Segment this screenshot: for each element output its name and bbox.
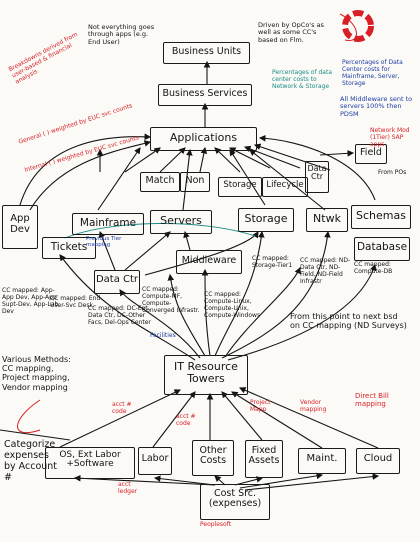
node-fixed-assets-label: Fixed Assets bbox=[248, 445, 280, 466]
node-lifecycle-label: Lifecycle bbox=[266, 180, 304, 190]
note-cc-mapped-8: CC mapped: Compute-DB bbox=[354, 261, 393, 275]
note-cc-mapped-3: CC mapped: DC-Ent. Data Ctr, DC-Other Fa… bbox=[88, 305, 151, 326]
node-maint: Maint. bbox=[298, 448, 346, 474]
node-match: Match bbox=[140, 172, 180, 192]
node-field: Field bbox=[355, 144, 387, 164]
note-proj-map: Project Mapp bbox=[250, 399, 271, 413]
node-labor: Labor bbox=[138, 447, 172, 475]
node-labor-label: Labor bbox=[141, 453, 169, 464]
note-cc-mapped-7: CC mapped: ND-Data Ctr, ND-Field, ND-Fie… bbox=[300, 257, 351, 285]
node-storage-small-label: Storage bbox=[223, 180, 257, 190]
note-cc-mapped-6: CC mapped: Storage-Tier1 bbox=[252, 255, 293, 269]
node-cloud: Cloud bbox=[356, 448, 400, 474]
node-ntwk: Ntwk bbox=[306, 208, 348, 232]
note-cc-mapped-5: CC mapped: Compute-Linux, Compute-Unix, … bbox=[204, 291, 261, 319]
note-direct-bill: Direct Bill mapping bbox=[355, 392, 389, 409]
note-cc-mapped-4: CC mapped: Compute-MF, Compute-Converged… bbox=[142, 286, 200, 314]
node-business-units: Business Units bbox=[163, 42, 250, 64]
node-app-dev-label: App Dev bbox=[10, 213, 30, 235]
note-driven-by: Driven by OpCo's as well as some CC's ba… bbox=[258, 21, 324, 44]
note-middleware: All Middleware sent to servers 100% then… bbox=[340, 95, 413, 118]
node-cloud-label: Cloud bbox=[363, 453, 393, 464]
node-os-labor-label: OS, Ext Labor +Software bbox=[59, 450, 121, 470]
note-acct-ledger: acct ledger bbox=[118, 481, 138, 495]
node-applications: Applications bbox=[150, 127, 257, 151]
node-non-label: Non bbox=[185, 175, 205, 186]
note-various-methods: Various Methods: CC mapping, Project map… bbox=[2, 355, 71, 392]
note-cc-mapped-1: CC mapped: App-App Dev, App-App Supt-Dev… bbox=[2, 287, 59, 315]
node-lifecycle: Lifecycle bbox=[262, 177, 308, 197]
node-data-ctr: Data Ctr bbox=[94, 270, 140, 294]
note-categorize: Categorize expenses by Account # bbox=[4, 439, 58, 483]
node-app-dev: App Dev bbox=[2, 205, 38, 249]
node-tickets: Tickets bbox=[42, 237, 96, 259]
node-data-ctr-label: Data Ctr bbox=[95, 274, 139, 285]
note-peoplesoft: Peoplesoft bbox=[200, 521, 232, 528]
note-acct-1: acct # code bbox=[112, 401, 132, 415]
note-cc-mapped-2: CC mapped: End User-Svc Desk bbox=[50, 295, 101, 309]
node-schemas-label: Schemas bbox=[356, 209, 406, 222]
node-mainframe-label: Mainframe bbox=[79, 217, 137, 229]
node-schemas: Schemas bbox=[351, 205, 411, 229]
node-business-units-label: Business Units bbox=[171, 46, 242, 57]
node-storage-small: Storage bbox=[218, 177, 262, 197]
node-cost-src-label: Cost Src. (expenses) bbox=[208, 488, 262, 509]
node-other-costs-label: Other Costs bbox=[199, 445, 227, 466]
node-cost-src: Cost Src. (expenses) bbox=[200, 484, 270, 520]
node-database: Database bbox=[354, 237, 410, 261]
node-non: Non bbox=[180, 172, 210, 192]
node-applications-label: Applications bbox=[169, 131, 238, 144]
node-middleware: Middleware bbox=[176, 250, 242, 274]
node-os-labor: OS, Ext Labor +Software bbox=[45, 447, 135, 479]
node-database-label: Database bbox=[356, 241, 408, 253]
node-business-services-label: Business Services bbox=[162, 88, 248, 99]
node-maint-label: Maint. bbox=[306, 453, 338, 464]
note-vendor-map: Vendor mapping bbox=[300, 399, 327, 413]
note-prev-tier: Previous Tier mapping bbox=[86, 236, 122, 249]
node-servers: Servers bbox=[150, 210, 212, 234]
node-data-ctr-small: Data Ctr bbox=[305, 161, 329, 193]
note-percentages-left: Percentages of data center costs to Netw… bbox=[272, 69, 332, 90]
note-acct-2: acct # code bbox=[176, 413, 196, 427]
note-from-pos: From POs bbox=[378, 169, 407, 176]
note-from-this-point: From this point to next bsd on CC mappin… bbox=[290, 312, 407, 331]
node-business-services: Business Services bbox=[158, 84, 252, 106]
node-ntwk-label: Ntwk bbox=[313, 212, 341, 225]
node-it-resource-towers: IT Resource Towers bbox=[164, 355, 248, 395]
note-percentages: Percentages of Data Center costs for Mai… bbox=[342, 59, 403, 87]
node-storage: Storage bbox=[238, 208, 294, 232]
node-middleware-label: Middleware bbox=[181, 255, 237, 266]
node-tickets-label: Tickets bbox=[50, 241, 88, 253]
node-data-ctr-small-label: Data Ctr bbox=[307, 164, 327, 182]
node-other-costs: Other Costs bbox=[192, 440, 234, 476]
note-facilities: Facilities bbox=[150, 332, 176, 339]
node-fixed-assets: Fixed Assets bbox=[245, 440, 283, 478]
logo-icon bbox=[342, 10, 374, 42]
node-servers-label: Servers bbox=[160, 214, 202, 227]
node-storage-label: Storage bbox=[244, 212, 288, 225]
note-not-everything: Not everything goes through apps (e.g. E… bbox=[88, 23, 155, 46]
node-mainframe: Mainframe bbox=[72, 213, 144, 235]
node-it-resource-towers-label: IT Resource Towers bbox=[174, 360, 238, 385]
node-field-label: Field bbox=[360, 147, 382, 158]
node-match-label: Match bbox=[145, 175, 175, 186]
note-network-mod: Network Mod (1Tier) SAP apps bbox=[370, 127, 410, 148]
